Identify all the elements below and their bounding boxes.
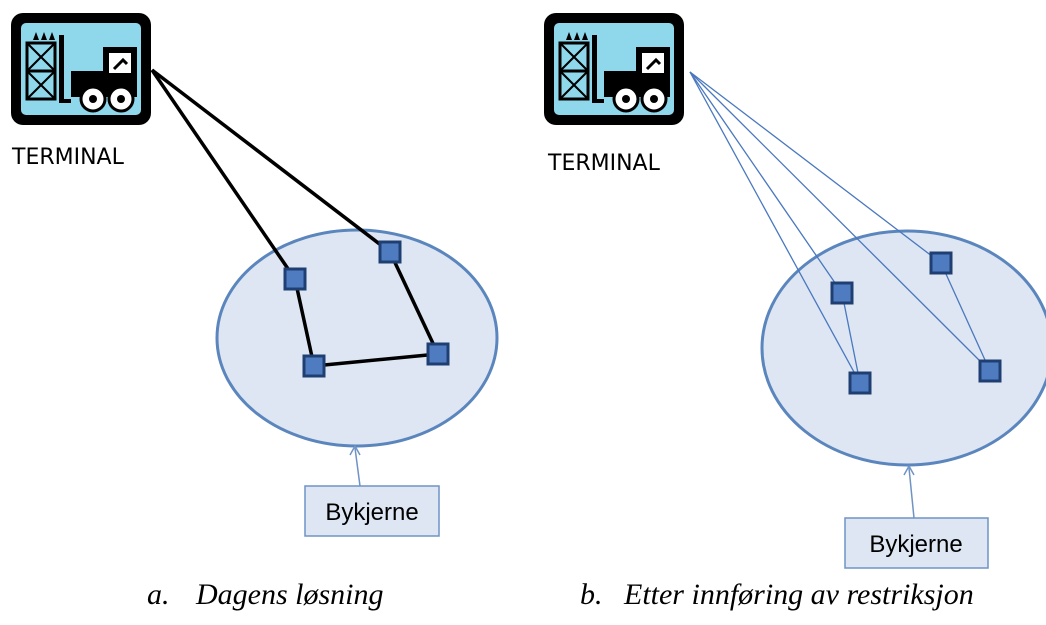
- route-segment: [150, 68, 392, 254]
- callout-pointer: [908, 467, 915, 519]
- stops: [830, 251, 1002, 395]
- terminal-forklift-icon: [9, 11, 153, 127]
- route-segment: [689, 71, 942, 264]
- route-segment: [150, 69, 297, 280]
- caption-text: Etter innføring av restriksjon: [623, 578, 974, 611]
- route-direct-tours: [689, 71, 991, 384]
- delivery-stop-icon: [302, 354, 326, 378]
- panel-b: TERMINAL Bykjerne b. Etter innføring av …: [542, 11, 1046, 611]
- delivery-stop-icon: [978, 359, 1002, 383]
- delivery-stop-icon: [378, 240, 402, 264]
- callout-arrowhead: [349, 444, 361, 456]
- callout-pointer: [354, 447, 361, 487]
- delivery-stop-icon: [426, 342, 450, 366]
- city-center-zone: [215, 228, 499, 448]
- route-segment: [940, 262, 991, 372]
- route-segment: [293, 278, 316, 367]
- caption-letter: a.: [147, 578, 170, 611]
- route-segment: [841, 292, 861, 384]
- terminal-label: TERMINAL: [547, 151, 661, 176]
- callout-box: [304, 485, 440, 537]
- terminal-forklift-icon: [542, 11, 686, 127]
- delivery-stop-icon: [929, 251, 953, 275]
- route-segment: [388, 251, 440, 355]
- route-segment: [689, 71, 861, 384]
- callout-arrowhead: [903, 464, 915, 476]
- route-single-tour: [150, 68, 440, 368]
- city-center-zone: [760, 229, 1046, 467]
- delivery-stop-icon: [830, 281, 854, 305]
- delivery-stop-icon: [848, 371, 872, 395]
- terminal-label: TERMINAL: [11, 145, 125, 170]
- callout-label: Bykjerne: [869, 531, 962, 558]
- route-segment: [313, 352, 439, 368]
- callout-label: Bykjerne: [325, 499, 418, 526]
- callout-box: [844, 517, 989, 569]
- stops: [283, 240, 450, 378]
- panel-a: TERMINAL Bykjerne a. Dagens løsning: [9, 11, 499, 611]
- route-segment: [689, 71, 843, 294]
- caption-letter: b.: [580, 578, 603, 611]
- caption-text: Dagens løsning: [195, 578, 384, 611]
- delivery-stop-icon: [283, 267, 307, 291]
- route-segment: [689, 71, 991, 372]
